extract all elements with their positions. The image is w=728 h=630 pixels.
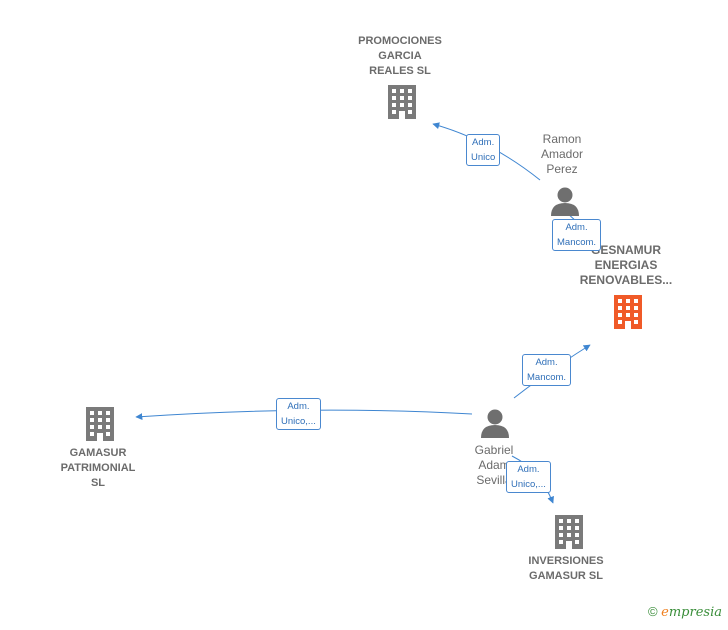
- edge-label-gabriel-gamasur[interactable]: Adm. Unico,...: [276, 398, 321, 430]
- gabriel-line-2: Adam: [478, 458, 510, 472]
- gesnamur-building-icon[interactable]: [614, 295, 642, 329]
- node-label-gabriel[interactable]: Gabriel Adam Sevilla: [434, 443, 554, 488]
- inversiones-line-1: INVERSIONES: [528, 555, 604, 567]
- edge-label-line-1: Adm.: [472, 137, 495, 148]
- brand-e: e: [661, 605, 669, 620]
- brand-name: mpresia: [668, 605, 722, 620]
- edge-label-line-2: Mancom.: [557, 237, 597, 248]
- promociones-line-1: PROMOCIONES: [358, 35, 442, 47]
- edge-label-gabriel-gesnamur[interactable]: Adm. Mancom.: [522, 354, 572, 386]
- promociones-building-icon[interactable]: [388, 85, 416, 119]
- edge-label-line-1: Adm.: [287, 401, 310, 412]
- node-label-gamasur[interactable]: GAMASUR PATRIMONIAL SL: [38, 446, 158, 491]
- copyright-icon: ©: [647, 604, 658, 619]
- edge-label-line-2: Mancom.: [527, 372, 567, 383]
- gamasur-line-2: PATRIMONIAL: [60, 462, 136, 474]
- inversiones-line-2: GAMASUR SL: [529, 570, 603, 582]
- inversiones-building-icon[interactable]: [555, 515, 583, 549]
- node-label-promociones[interactable]: PROMOCIONES GARCIA REALES SL: [340, 34, 460, 79]
- gamasur-line-3: SL: [90, 477, 106, 489]
- gesnamur-line-3: RENOVABLES...: [579, 273, 673, 287]
- ramon-line-2: Amador: [540, 147, 584, 161]
- gamasur-line-1: GAMASUR: [69, 447, 127, 459]
- promociones-line-3: REALES SL: [369, 65, 431, 77]
- gabriel-person-icon[interactable]: [481, 409, 509, 439]
- gabriel-line-3: Sevilla: [476, 473, 512, 487]
- edge-label-line-1: Adm.: [565, 222, 588, 233]
- edge-label-line-2: Unico,...: [281, 416, 316, 427]
- ramon-person-icon[interactable]: [551, 187, 579, 217]
- edge-label-ramon-gesnamur[interactable]: Adm. Mancom.: [552, 219, 602, 251]
- promociones-line-2: GARCIA: [378, 50, 422, 62]
- node-label-gesnamur[interactable]: GESNAMUR ENERGIAS RENOVABLES...: [566, 243, 686, 288]
- brand-logo[interactable]: © empresia: [648, 604, 722, 620]
- gesnamur-line-1: GESNAMUR: [590, 243, 661, 257]
- edge-label-line-1: Adm.: [535, 357, 558, 368]
- edge-label-line-2: Unico: [471, 152, 496, 163]
- edge-label-ramon-promociones[interactable]: Adm. Unico: [466, 134, 501, 166]
- ramon-line-1: Ramon: [542, 132, 582, 146]
- ramon-line-3: Perez: [546, 162, 578, 176]
- edge-label-line-1: Adm.: [517, 464, 540, 475]
- edge-label-line-2: Unico,...: [511, 479, 546, 490]
- gabriel-line-1: Gabriel: [474, 443, 514, 457]
- node-label-ramon[interactable]: Ramon Amador Perez: [502, 132, 622, 177]
- gamasur-building-icon[interactable]: [86, 407, 114, 441]
- node-label-inversiones[interactable]: INVERSIONES GAMASUR SL: [506, 554, 626, 584]
- edge-label-gabriel-inversiones[interactable]: Adm. Unico,...: [506, 461, 551, 493]
- gesnamur-line-2: ENERGIAS: [594, 258, 658, 272]
